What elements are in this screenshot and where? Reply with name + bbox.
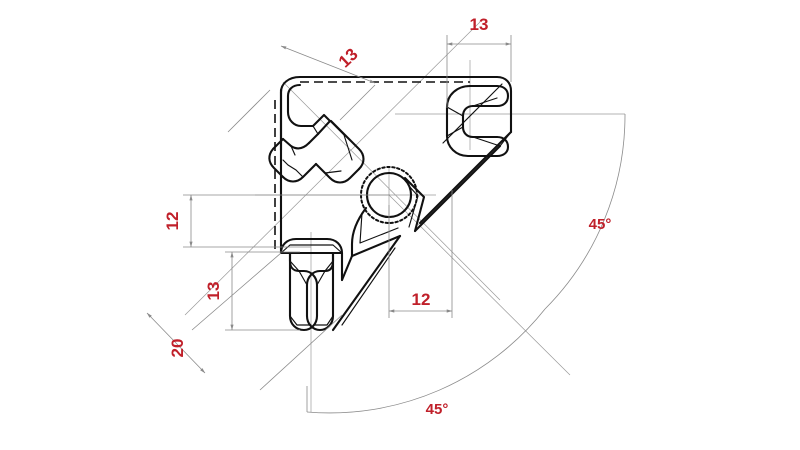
groove-tr-core (461, 104, 499, 139)
dim-12-left-label: 12 (163, 212, 182, 231)
groove-tl-barb-upper (311, 113, 332, 136)
dim-12-bottom-label: 12 (412, 290, 431, 309)
hypotenuse-inner (341, 247, 396, 326)
dim-13-diag-line (280, 45, 376, 84)
groove-b-outer-left (279, 237, 329, 255)
dim-13-top-label: 13 (470, 15, 489, 34)
axis-diagonal-lower-right (388, 194, 571, 376)
groove-tr-facet-top-inner (472, 97, 498, 107)
angle-45-right: 45° (544, 113, 626, 310)
groove-b-to-boss (340, 254, 354, 282)
dim-20-diagonal: 20 (146, 252, 343, 391)
groove-top-right (413, 75, 513, 233)
dim-12-bottom: 12 (388, 190, 453, 318)
profile-cross-section (268, 75, 513, 332)
groove-top-left (268, 75, 365, 184)
angle-45-right-label: 45° (589, 216, 612, 233)
dim-13-diagonal: 13 (227, 45, 376, 133)
groove-b-right-barb (305, 251, 335, 318)
groove-tr-outer-right (495, 75, 513, 134)
groove-tr-barb-bottom (495, 135, 510, 158)
skirt-right-inner (413, 144, 502, 233)
dim-13-diag-ext-2 (339, 84, 376, 121)
boss-web-left (350, 206, 368, 258)
dim-13-diag-ext-1 (227, 89, 271, 133)
dim-13-top: 13 (446, 15, 512, 108)
groove-tl-inner-left-wall (286, 83, 315, 128)
angle-45-bottom-label: 45° (426, 401, 449, 418)
dim-12-left: 12 (163, 194, 390, 248)
groove-tl-facet-bottom (315, 163, 342, 174)
boss-web-bottom (350, 234, 402, 258)
boss-web-bottom-inner (359, 212, 399, 244)
axis-diagonal-secondary (184, 21, 481, 316)
groove-b-right-finger (305, 251, 335, 332)
boss-web-right (403, 176, 426, 233)
groove-tl-facet-left (282, 159, 304, 178)
groove-tl-lower-left-lobe (268, 137, 285, 179)
groove-tr-facet-bottom-inner (472, 136, 501, 147)
groove-tr-facet-lower (446, 126, 464, 137)
angle-45-bottom: 45° (306, 308, 546, 418)
dim-20-diag-line (146, 312, 206, 374)
dim-13-left-label: 13 (204, 282, 223, 301)
groove-b-facet-top (280, 244, 343, 254)
groove-tr-barb-top (471, 84, 510, 108)
groove-b-facet-right (316, 260, 334, 286)
groove-tl-facet-throat (282, 138, 296, 156)
groove-tl-throat-curve (281, 137, 311, 150)
central-boss (350, 166, 426, 258)
boss-web-right-inner (408, 185, 419, 228)
groove-tr-facet-upper (446, 106, 464, 117)
dim-13-left: 13 (204, 251, 300, 331)
groove-b-left-finger (288, 251, 319, 332)
groove-tl-lower-right-lobe (314, 162, 361, 184)
dim-13-diagonal-label: 13 (335, 45, 362, 72)
axis-diagonal-main (282, 81, 501, 301)
skirt-right-outer (418, 130, 513, 225)
groove-b-facet-foot-left (289, 315, 312, 326)
dim-20-diag-ext-lower (259, 314, 343, 391)
dim-20-diag-ext-upper (191, 252, 282, 331)
angle-45-bottom-arc (306, 308, 546, 414)
groove-tl-facet-barb (308, 125, 319, 144)
groove-b-facet-left (289, 260, 308, 286)
angle-45-right-arc (544, 113, 626, 310)
dim-20-diagonal-label: 20 (168, 339, 187, 358)
groove-b-facet-foot-right (313, 315, 334, 326)
groove-tl-right-wall (329, 119, 365, 171)
groove-tl-facet-right (329, 120, 353, 161)
